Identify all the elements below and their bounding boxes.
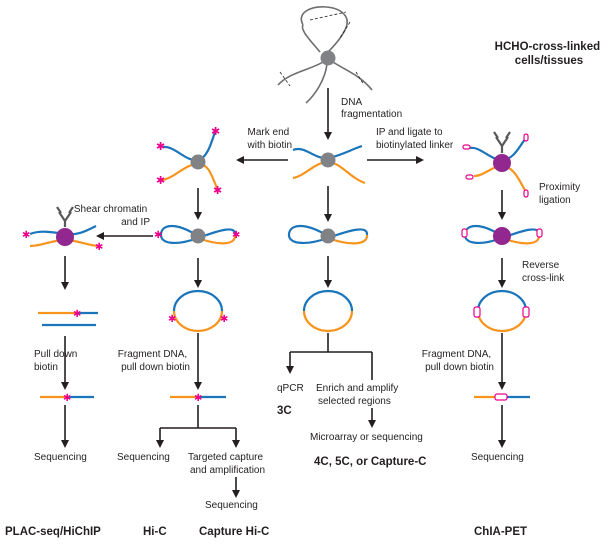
label-targeted: Targeted capture and amplification xyxy=(188,452,266,476)
label-seq-capture: Sequencing xyxy=(205,500,258,511)
sample-title: HCHO-cross-linked cells/tissues xyxy=(495,41,604,67)
label-microarray: Microarray or sequencing xyxy=(310,432,423,443)
svg-text:✱: ✱ xyxy=(154,230,162,241)
label-fragment-hic: Fragment DNA, pull down biotin xyxy=(118,349,190,373)
biotin-marked-complex: ✱ ✱ ✱ ✱ xyxy=(156,125,222,197)
fragments-plac: ✱ xyxy=(38,309,98,327)
method-4c-5c: 4C, 5C, or Capture-C xyxy=(314,456,426,468)
label-pull-down: Pull down biotin xyxy=(34,349,80,373)
fragmented-complex-center xyxy=(292,144,366,185)
svg-text:✱: ✱ xyxy=(63,393,71,404)
linker-icon xyxy=(462,144,471,150)
label-fragment-chia: Fragment DNA, pull down biotin xyxy=(422,349,494,373)
label-enrich: Enrich and amplify selected regions xyxy=(316,383,401,407)
biotin-fragment-plac: ✱ xyxy=(40,393,94,404)
method-plac-hichip: PLAC-seq/HiChIP xyxy=(5,526,101,538)
method-hic: Hi-C xyxy=(143,526,167,538)
svg-text:✱: ✱ xyxy=(156,174,165,187)
method-3c: 3C xyxy=(277,405,292,417)
antibody-icon xyxy=(56,206,74,227)
svg-text:✱: ✱ xyxy=(194,393,202,404)
svg-text:✱: ✱ xyxy=(220,314,228,325)
svg-text:✱: ✱ xyxy=(73,309,81,320)
circular-dna-chia xyxy=(473,289,530,333)
linker-fragment-chia xyxy=(474,393,530,401)
method-capture-hic: Capture Hi-C xyxy=(199,526,269,538)
method-chia-pet: ChIA-PET xyxy=(474,526,527,538)
circular-dna-center xyxy=(302,289,354,333)
svg-text:✱: ✱ xyxy=(95,242,103,253)
protein-complex-icon xyxy=(320,50,336,66)
label-seq-chia: Sequencing xyxy=(471,452,524,463)
label-ip-ligate: IP and ligate to biotinylated linker xyxy=(376,127,454,151)
crosslinked-chromatin xyxy=(277,6,373,104)
label-dna-fragmentation: DNA fragmentation xyxy=(341,97,402,120)
svg-text:✱: ✱ xyxy=(213,184,222,197)
antibody-icon-chia xyxy=(493,131,511,153)
ligated-loop-chia xyxy=(461,224,543,245)
ligated-loop-center xyxy=(287,224,369,245)
svg-text:✱: ✱ xyxy=(168,314,176,325)
label-proximity: Proximity ligation xyxy=(539,182,583,206)
label-qpcr: qPCR xyxy=(277,383,304,394)
label-shear: Shear chromatin and IP xyxy=(74,204,150,228)
ligated-loop-hic: ✱ ✱ xyxy=(154,224,240,245)
svg-text:✱: ✱ xyxy=(156,140,165,153)
label-seq-hic: Sequencing xyxy=(117,452,170,463)
svg-text:✱: ✱ xyxy=(211,125,220,138)
svg-text:✱: ✱ xyxy=(22,230,30,241)
label-seq-plac: Sequencing xyxy=(34,452,87,463)
ip-complex-chia xyxy=(462,131,529,198)
svg-text:✱: ✱ xyxy=(232,230,240,241)
label-reverse: Reverse cross-link xyxy=(522,260,565,284)
ip-complex-plac: ✱ ✱ xyxy=(22,206,103,253)
circular-dna-hic: ✱ ✱ xyxy=(168,289,228,333)
label-mark-end: Mark end with biotin xyxy=(247,127,292,151)
biotin-fragment-hic: ✱ xyxy=(170,393,226,404)
